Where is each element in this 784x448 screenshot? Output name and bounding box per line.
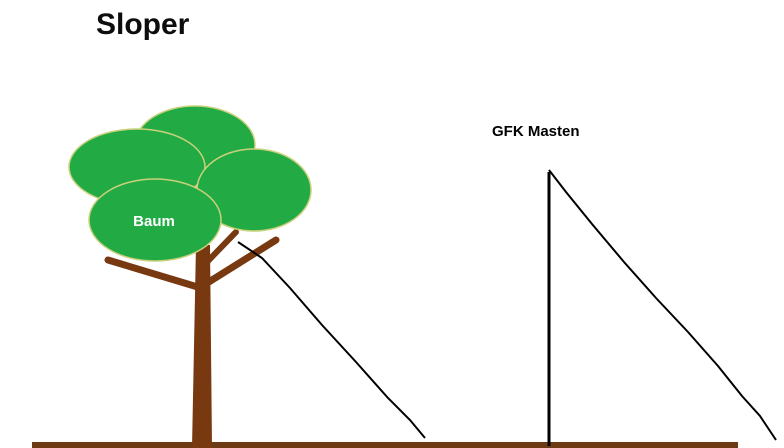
tree-label: Baum xyxy=(133,213,175,230)
tree-sloper-wire xyxy=(237,241,426,439)
tree-trunk xyxy=(104,229,280,448)
diagram-title: Sloper xyxy=(96,8,190,41)
mast-label: GFK Masten xyxy=(492,123,580,140)
ground-line xyxy=(32,442,738,448)
mast-sloper-wire xyxy=(548,169,777,441)
tree-crown xyxy=(68,105,312,262)
